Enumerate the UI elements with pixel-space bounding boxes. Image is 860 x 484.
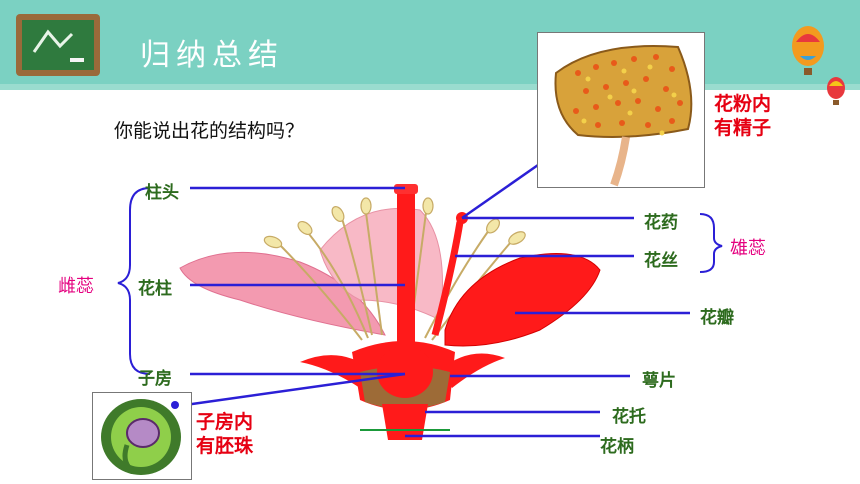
header-band (0, 0, 860, 84)
chalkboard-icon (16, 14, 100, 76)
pollen-note: 花粉内 有精子 (714, 92, 771, 140)
pistil-label: 雌蕊 (58, 276, 94, 297)
slide-title: 归纳总结 (140, 38, 284, 73)
pistil-bracket (117, 187, 151, 375)
question-text: 你能说出花的结构吗？ (114, 120, 305, 142)
petal-label: 花瓣 (700, 308, 734, 328)
ovary-closeup-drawing (93, 393, 191, 479)
hot-air-balloon-icon (792, 26, 845, 105)
pedicel-label: 花柄 (600, 437, 634, 457)
ovary-label: 子房 (138, 369, 172, 389)
anther-closeup-drawing (554, 45, 693, 187)
sepal-label: 萼片 (642, 371, 676, 391)
receptacle-label: 花托 (612, 407, 646, 427)
ovule-note-line2: 有胚珠 (196, 435, 254, 457)
header-stripe (0, 84, 860, 90)
anther-closeup-image (537, 32, 705, 188)
ovule-note: 子房内 有胚珠 (196, 410, 253, 458)
ovule-pointer (184, 372, 406, 407)
stigma-label: 柱头 (145, 183, 179, 203)
pollen-note-line2: 有精子 (714, 117, 772, 139)
filament-label: 花丝 (644, 251, 678, 271)
stamen-label: 雄蕊 (730, 238, 766, 259)
stamen-bracket (699, 213, 723, 273)
anther-label: 花药 (644, 213, 678, 233)
pollen-pointer (461, 163, 539, 220)
ovary-closeup-image (92, 392, 192, 480)
pollen-note-line1: 花粉内 (714, 93, 772, 115)
ovule-note-line1: 子房内 (196, 411, 254, 433)
style-label: 花柱 (138, 279, 172, 299)
